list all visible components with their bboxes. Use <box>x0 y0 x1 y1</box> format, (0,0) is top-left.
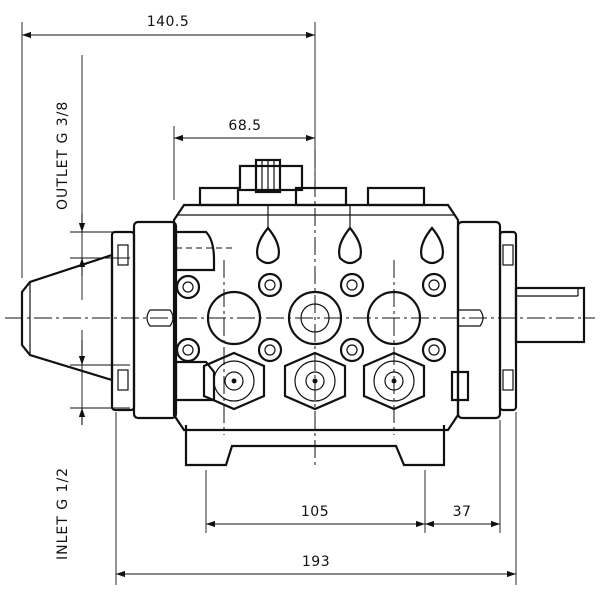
dimension-label-68-5: 68.5 <box>228 118 261 134</box>
head-bolts <box>175 272 447 363</box>
inlet-plug <box>202 351 266 411</box>
inlet-plug <box>362 351 426 411</box>
bolt <box>257 272 283 298</box>
bolt <box>175 337 201 363</box>
bolt <box>421 272 447 298</box>
inlet-callout: INLET G 1/2 <box>55 330 130 560</box>
bolt <box>339 272 365 298</box>
dimension-label-140-5: 140.5 <box>147 14 190 30</box>
inlet-plugs <box>202 351 426 411</box>
dimension-193: 193 <box>115 412 517 585</box>
dimension-label-37: 37 <box>453 504 472 520</box>
dimension-140-5: 140.5 <box>21 14 316 278</box>
inlet-plug <box>283 351 347 411</box>
bolt <box>175 274 201 300</box>
dimension-label-105: 105 <box>301 504 329 520</box>
piston-bores <box>146 290 484 346</box>
dimension-label-193: 193 <box>302 554 330 570</box>
drive-shaft <box>514 286 586 344</box>
bolt <box>339 337 365 363</box>
dimension-105-37: 105 37 <box>205 420 501 533</box>
oil-cap <box>238 158 304 194</box>
valve-plugs-top <box>256 205 444 265</box>
inlet-label: INLET G 1/2 <box>55 467 71 560</box>
right-flange <box>450 220 518 420</box>
outlet-callout: OUTLET G 3/8 <box>55 55 130 300</box>
bolt <box>421 337 447 363</box>
dimension-68-5: 68.5 <box>173 118 315 200</box>
center-lines <box>5 150 595 465</box>
bolt <box>257 337 283 363</box>
mounting-feet <box>184 425 446 467</box>
left-flange <box>110 220 232 420</box>
outlet-label: OUTLET G 3/8 <box>55 101 71 210</box>
